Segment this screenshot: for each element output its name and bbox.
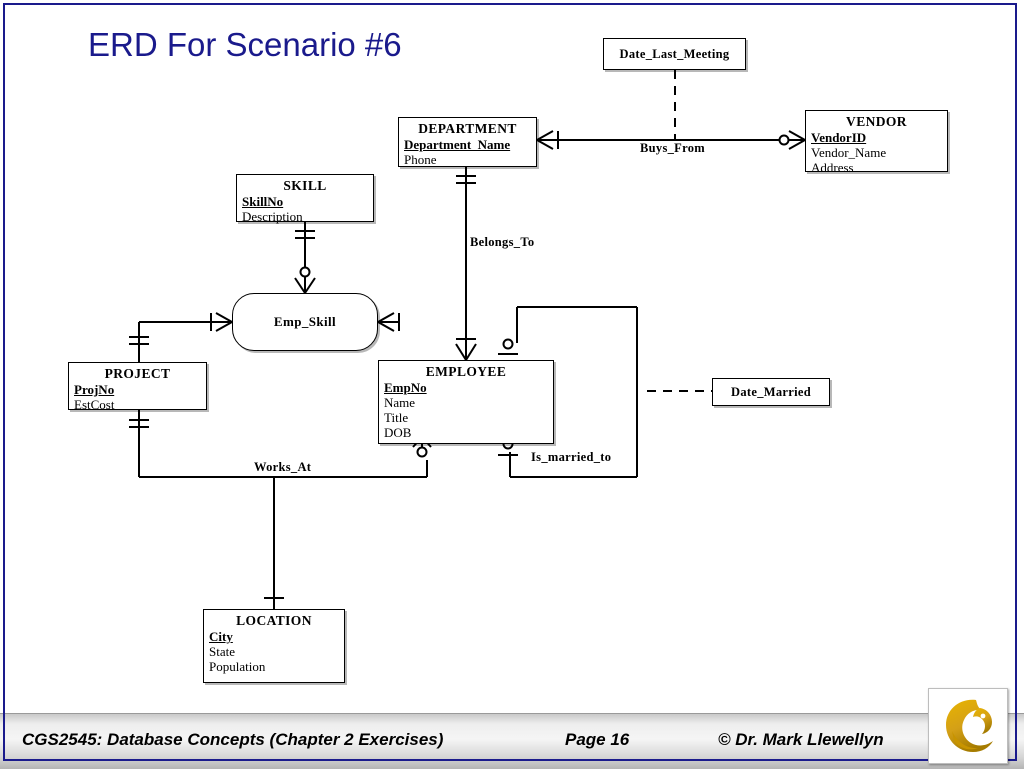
attribute-label: Date_Last_Meeting [619,46,730,61]
footer: CGS2545: Database Concepts (Chapter 2 Ex… [0,719,1024,761]
entity-location: LOCATION City State Population [203,609,345,683]
entity-attribute-list: Department_Name Phone [399,137,536,170]
relationship-label-buys-from: Buys_From [640,141,705,155]
attribute-box-date-married: Date_Married [712,378,830,406]
page-title: ERD For Scenario #6 [88,26,402,63]
entity-name: SKILL [283,178,327,193]
entity-attribute-list: VendorID Vendor_Name Address [806,130,947,178]
entity-attribute: SkillNo [242,194,284,209]
associative-entity-label: Emp_Skill [273,314,337,329]
entity-attribute: Population [209,659,266,674]
footer-page-number: Page 16 [565,730,630,749]
entity-attribute-list: ProjNo EstCost [69,382,206,415]
entity-attribute: Phone [404,152,437,167]
entity-project: PROJECT ProjNo EstCost [68,362,207,412]
entity-attribute: City [209,629,233,644]
entity-attribute: EmpNo [384,380,427,395]
ucf-pegasus-logo-icon [946,699,993,752]
entity-attribute: Title [384,410,409,425]
entity-skill: SKILL SkillNo Description [236,174,374,224]
entity-vendor: VENDOR VendorID Vendor_Name Address [805,110,948,175]
relationship-label-belongs-to: Belongs_To [470,235,535,249]
entity-attribute-list: City State Population [204,629,344,677]
entity-attribute: DOB [384,425,412,440]
entity-attribute: ProjNo [74,382,115,397]
entity-attribute: Vendor_Name [811,145,887,160]
entity-department: DEPARTMENT Department_Name Phone [398,117,537,167]
entity-attribute: Name [384,395,416,410]
entity-name: LOCATION [236,613,312,628]
attribute-label: Date_Married [731,384,811,399]
entity-attribute: Department_Name [404,137,511,152]
ucf-pegasus-logo-container [928,688,1008,764]
footer-course-text: CGS2545: Database Concepts (Chapter 2 Ex… [22,730,444,749]
entity-attribute: Description [242,209,303,224]
footer-copyright: © Dr. Mark Llewellyn [718,730,884,749]
entity-attribute: Address [811,160,854,175]
relationship-label-is-married-to: Is_married_to [531,450,612,464]
entity-employee: EMPLOYEE EmpNo Name Title DOB [378,360,554,444]
entity-attribute-list: SkillNo Description [237,194,373,227]
entity-name: EMPLOYEE [425,364,507,379]
entity-attribute: EstCost [74,397,115,412]
relationship-label-works-at: Works_At [254,460,312,474]
associative-entity-emp-skill: Emp_Skill [232,293,378,351]
entity-name: VENDOR [846,114,907,129]
attribute-box-date-last-meeting: Date_Last_Meeting [603,38,746,70]
entity-attribute-list: EmpNo Name Title DOB [379,380,553,443]
entity-attribute: State [209,644,235,659]
entity-name: PROJECT [104,366,171,381]
entity-name: DEPARTMENT [418,121,517,136]
entity-attribute: VendorID [811,130,867,145]
